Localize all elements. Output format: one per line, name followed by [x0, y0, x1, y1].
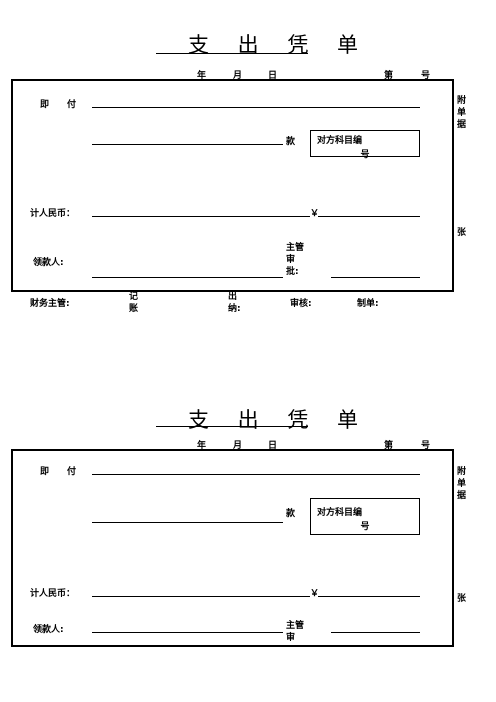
supervisor-approve-field-2[interactable] — [331, 632, 420, 633]
number-suffix-label-2: 号 — [421, 441, 431, 451]
account-code-label-2: 号 — [360, 150, 370, 160]
title-underline — [156, 53, 308, 54]
yen-amount-field-2[interactable] — [318, 596, 420, 597]
rmb-amount-field-2[interactable] — [92, 596, 310, 597]
yen-symbol: ￥ — [310, 209, 320, 219]
pay-to-field[interactable] — [92, 107, 420, 108]
pay-to-label: 即 付 — [40, 100, 77, 110]
account-code-box[interactable]: 对方科目编 号 — [310, 130, 420, 160]
voucher-title: 支 出 凭 单 — [188, 33, 370, 57]
number-prefix-label-2: 第 — [384, 441, 394, 451]
yen-amount-field[interactable] — [318, 216, 420, 217]
recipient-label: 领款人: — [33, 258, 64, 268]
supervisor-approve-field[interactable] — [331, 277, 420, 278]
attachment-unit-label-2: 张 — [457, 594, 467, 604]
recipient-field[interactable] — [92, 277, 283, 278]
bookkeeper-label: 记 账 — [129, 292, 139, 314]
attachment-label: 附 单 据 — [457, 96, 467, 130]
preparer-label: 制单: — [357, 299, 379, 309]
number-suffix-label: 号 — [421, 71, 431, 81]
date-day-label-2: 日 — [268, 441, 278, 451]
cashier-label: 出 纳: — [228, 292, 241, 314]
pay-to-label-2: 即 付 — [40, 467, 77, 477]
account-code-label: 对方科目编 — [317, 508, 363, 518]
supervisor-approve-label-2: 主管 审 — [286, 621, 305, 643]
kuan-label-2: 款 — [286, 509, 296, 519]
payment-purpose-field-2[interactable] — [92, 522, 283, 523]
supervisor-approve-label: 主管 审 批: — [286, 243, 305, 277]
kuan-label: 款 — [286, 137, 296, 147]
yen-symbol-2: ￥ — [310, 589, 320, 599]
rmb-amount-field[interactable] — [92, 216, 310, 217]
recipient-label-2: 领款人: — [33, 625, 64, 635]
pay-to-field-2[interactable] — [92, 474, 420, 475]
voucher-frame — [11, 79, 454, 292]
voucher-frame-2 — [11, 449, 454, 647]
rmb-amount-label: 计人民币： — [30, 209, 76, 219]
rmb-amount-label-2: 计人民币： — [30, 589, 76, 599]
date-month-label-2: 月 — [233, 441, 243, 451]
payment-purpose-field[interactable] — [92, 144, 283, 145]
finance-supervisor-label: 财务主管: — [30, 299, 70, 309]
account-code-label-2: 号 — [360, 522, 370, 532]
date-day-label: 日 — [268, 71, 278, 81]
date-year-label-2: 年 — [197, 441, 207, 451]
date-month-label: 月 — [233, 71, 243, 81]
attachment-label-2: 附 单 据 — [457, 467, 467, 501]
account-code-label: 对方科目编 — [317, 136, 363, 146]
recipient-field-2[interactable] — [92, 632, 283, 633]
date-year-label: 年 — [197, 71, 207, 81]
attachment-unit-label: 张 — [457, 228, 467, 238]
voucher-title-2: 支 出 凭 单 — [188, 408, 370, 432]
title-underline-2 — [156, 426, 308, 427]
reviewer-label: 审核: — [290, 299, 312, 309]
number-prefix-label: 第 — [384, 71, 394, 81]
account-code-box-2[interactable]: 对方科目编 号 — [310, 498, 420, 535]
